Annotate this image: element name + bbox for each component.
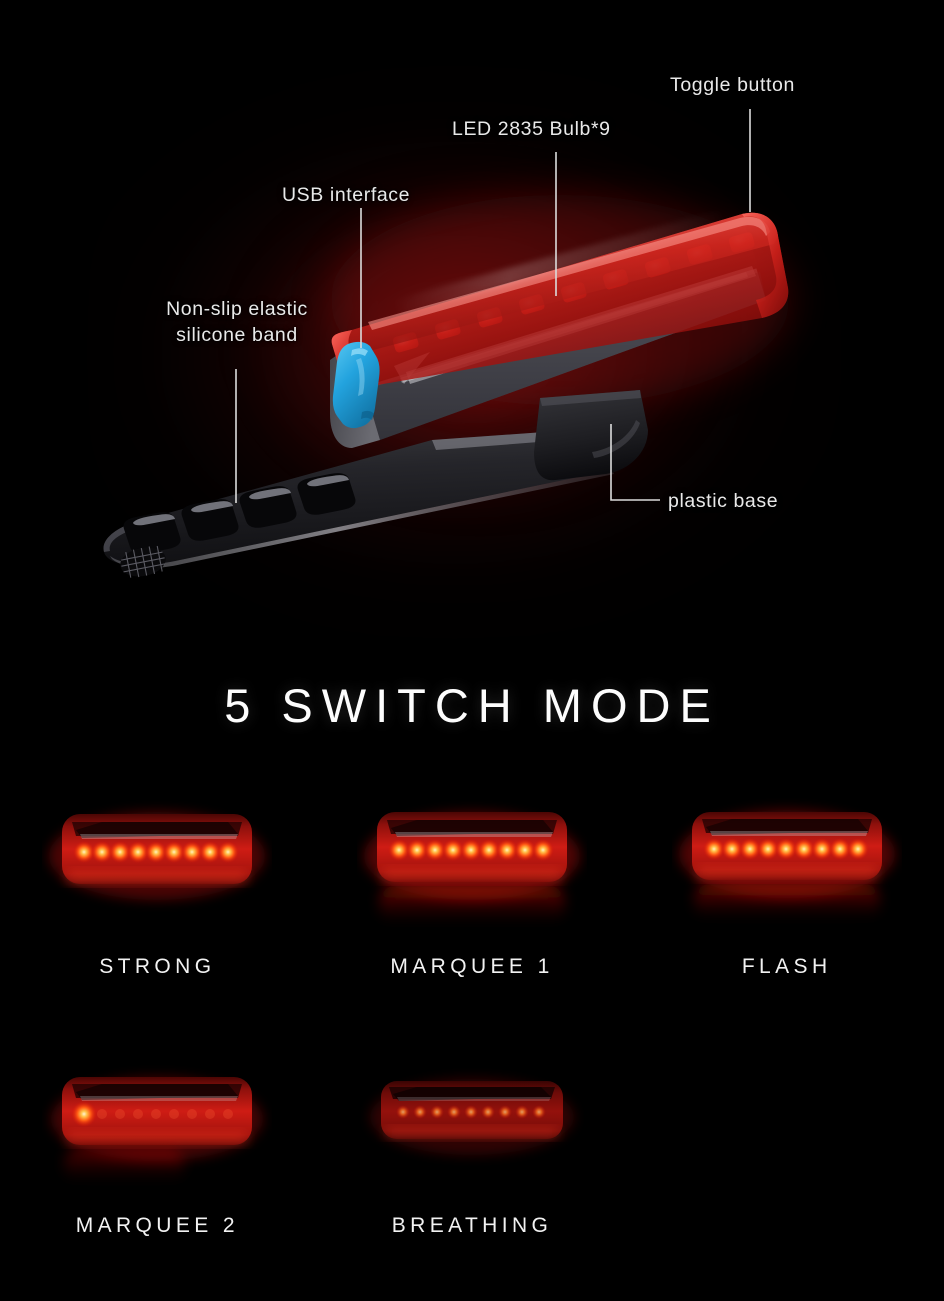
- section-heading-switch-mode: 5 SWITCH MODE: [224, 679, 720, 732]
- callout-plastic-base: plastic base: [668, 490, 779, 512]
- mode-row-top: STRONG: [0, 790, 944, 1055]
- silicone-strap-graphic: [103, 428, 614, 578]
- lamp-preview-marquee-2: [42, 1057, 272, 1192]
- usb-port-cover-graphic: [332, 341, 380, 429]
- red-lens-cover-graphic: [331, 210, 789, 387]
- switch-mode-grid: STRONG: [0, 790, 944, 1301]
- mode-label-breathing: BREATHING: [391, 1214, 553, 1237]
- mode-item-marquee-1[interactable]: MARQUEE 1: [315, 790, 630, 1055]
- callout-led-bulb: LED 2835 Bulb*9: [452, 118, 611, 140]
- hero-product-illustration: [0, 0, 944, 650]
- lamp-preview-breathing: [357, 1057, 587, 1192]
- mode-item-breathing[interactable]: BREATHING: [315, 1055, 630, 1301]
- callout-silicone-band-line1: Non-slip elastic: [166, 298, 308, 320]
- mode-row-bottom: MARQUEE 2: [0, 1055, 944, 1301]
- callout-toggle-button: Toggle button: [670, 74, 795, 96]
- callout-usb-interface: USB interface: [282, 184, 411, 206]
- mode-item-strong[interactable]: STRONG: [0, 790, 315, 1055]
- leader-lines-group: [235, 109, 751, 503]
- mode-label-strong: STRONG: [99, 955, 216, 978]
- callout-silicone-band: Non-slip elastic silicone band: [152, 297, 322, 348]
- lamp-preview-marquee-1: [357, 792, 587, 927]
- callout-silicone-band-line2: silicone band: [176, 323, 298, 346]
- mode-label-flash: FLASH: [741, 955, 832, 978]
- plastic-base-graphic: [534, 390, 648, 481]
- lamp-preview-flash: [672, 792, 902, 927]
- mode-label-marquee-1: MARQUEE 1: [390, 955, 554, 978]
- mode-label-marquee-2: MARQUEE 2: [75, 1214, 239, 1237]
- lamp-preview-strong: [42, 792, 272, 927]
- mode-item-flash[interactable]: FLASH: [629, 790, 944, 1055]
- mode-item-marquee-2[interactable]: MARQUEE 2: [0, 1055, 315, 1301]
